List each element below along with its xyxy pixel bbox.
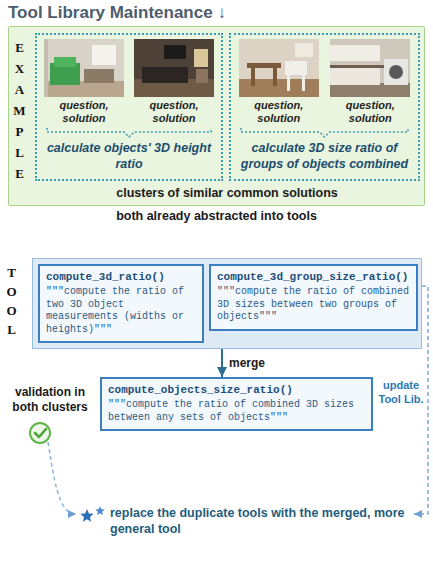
photo-row: question, solutionquestion, solution xyxy=(235,39,414,125)
diagram-title: Tool Library Maintenance ↓ xyxy=(8,3,226,23)
example-caption: question, solution xyxy=(235,99,323,125)
photo-detail xyxy=(287,75,290,91)
photo-detail xyxy=(92,45,116,65)
update-note: update Tool Lib. xyxy=(377,379,425,407)
photo-detail xyxy=(330,45,380,61)
function-name: compute_objects_size_ratio() xyxy=(108,384,365,396)
function-name: compute_3d_ratio() xyxy=(46,271,196,283)
room-photo xyxy=(44,39,124,97)
cluster-box: question, solutionquestion, solution calc… xyxy=(35,33,223,181)
photo-detail xyxy=(330,39,410,97)
star-icon xyxy=(95,506,105,515)
photo-row: question, solutionquestion, solution xyxy=(41,39,217,125)
photo-detail xyxy=(54,57,76,67)
check-circle xyxy=(30,423,50,443)
photo-cell: question, solution xyxy=(235,39,323,125)
docstring: """compute the ratio of two 3D object me… xyxy=(46,286,196,336)
star-icon xyxy=(80,509,93,522)
photo-detail xyxy=(239,39,319,97)
validation-note: validation in both clusters xyxy=(4,385,96,415)
photo-detail xyxy=(164,45,186,59)
note-area: both already abstracted into tools xyxy=(8,209,425,223)
photo-detail xyxy=(44,39,48,97)
photo-detail xyxy=(273,68,277,86)
photo-detail xyxy=(389,65,403,79)
photo-detail xyxy=(251,68,255,86)
photo-detail xyxy=(384,59,408,85)
photo-detail xyxy=(134,39,214,97)
title-area: Tool Library Maintenance ↓ xyxy=(8,3,226,23)
room-photo xyxy=(134,39,214,97)
cluster-box: question, solutionquestion, solution calc… xyxy=(229,33,420,181)
note-area: validation in both clusters xyxy=(4,385,96,415)
example-panel: EXAMPLE clusters of similar common soluti… xyxy=(8,26,425,206)
panel-caption: clusters of similar common solutions xyxy=(35,186,419,200)
cluster-bracket xyxy=(41,127,217,139)
photo-detail xyxy=(196,69,208,83)
validation-arc xyxy=(48,442,76,514)
room-photo xyxy=(239,39,319,97)
room-photo xyxy=(330,39,410,97)
photo-detail xyxy=(330,65,386,68)
tool-panel: TOOLcompute_3d_ratio()"""compute the rat… xyxy=(32,258,422,349)
note-area: update Tool Lib. xyxy=(377,379,425,407)
photo-detail xyxy=(295,43,313,57)
merged-tool-box: compute_objects_size_ratio() """compute t… xyxy=(100,377,373,431)
cluster-bracket xyxy=(235,127,414,139)
photo-detail xyxy=(84,69,114,83)
result-note: replace the duplicate tools with the mer… xyxy=(110,505,410,538)
docstring: """compute the ratio of combined 3D size… xyxy=(108,399,365,424)
edge-label: merge xyxy=(229,356,265,370)
bracket-line xyxy=(241,128,408,137)
function-name: compute_3d_group_size_ratio() xyxy=(217,271,410,283)
photo-detail xyxy=(247,63,281,68)
side-heading-area: EXAMPLE xyxy=(13,37,26,184)
example-caption: question, solution xyxy=(327,99,415,125)
edge-label-area: merge xyxy=(229,356,265,370)
transition-note: both already abstracted into tools xyxy=(8,209,425,223)
tool-box: compute_3d_group_size_ratio() """compute … xyxy=(209,264,418,331)
example-caption: question, solution xyxy=(131,99,217,125)
bracket-line xyxy=(47,128,211,137)
cluster-description: calculate objects' 3D height ratio xyxy=(41,141,217,172)
side-heading-area: TOOL xyxy=(5,263,18,339)
photo-cell: question, solution xyxy=(41,39,127,125)
side-heading: TOOL xyxy=(5,263,18,339)
photo-detail xyxy=(330,67,380,85)
photo-cell: question, solution xyxy=(327,39,415,125)
photo-detail xyxy=(302,75,305,91)
merge-arrow xyxy=(221,349,223,377)
caption-area: clusters of similar common solutions xyxy=(35,186,419,200)
tool-box: compute_3d_ratio() """compute the ratio o… xyxy=(38,264,204,343)
photo-detail xyxy=(330,83,410,97)
side-heading: EXAMPLE xyxy=(13,37,26,184)
cluster-description: calculate 3D size ratio of groups of obj… xyxy=(235,141,414,172)
check-mark xyxy=(35,429,46,437)
example-caption: question, solution xyxy=(41,99,127,125)
note-area: replace the duplicate tools with the mer… xyxy=(110,505,410,538)
photo-detail xyxy=(44,39,124,97)
photo-detail xyxy=(142,67,188,83)
photo-detail xyxy=(285,61,307,75)
photo-detail xyxy=(194,49,208,67)
docstring: """compute the ratio of combined 3D size… xyxy=(217,286,410,324)
photo-cell: question, solution xyxy=(131,39,217,125)
